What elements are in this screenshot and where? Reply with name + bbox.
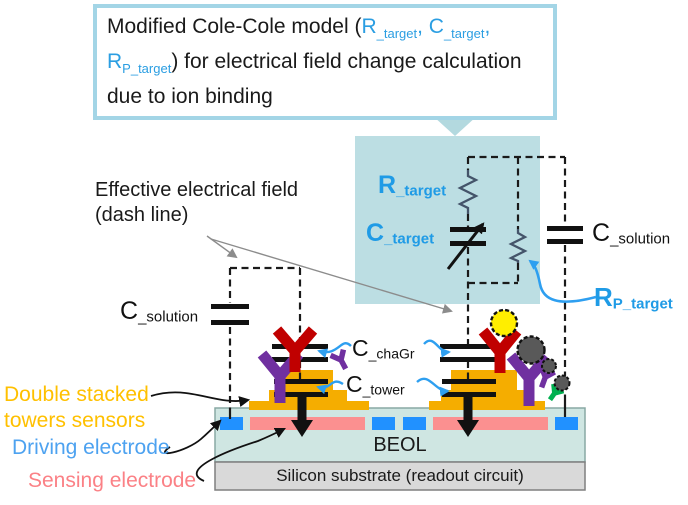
beol-label: BEOL <box>373 434 427 456</box>
variable-capacitor-c-target-icon <box>446 222 486 270</box>
driving-electrode-right <box>555 417 578 430</box>
r-target-label: R_target <box>378 171 447 200</box>
left-field-dashed-loop <box>228 266 302 411</box>
resistor-r-target-icon <box>457 170 479 214</box>
driving-electrode-left <box>220 417 243 430</box>
double-stacked-pointer-icon <box>150 391 251 407</box>
resistor-rp-target-icon <box>508 229 528 263</box>
driving-electrode-label: Driving electrode <box>12 436 170 459</box>
rp-target-label: RP_target <box>594 282 673 313</box>
gray-target-particle-small2-icon <box>553 374 571 392</box>
c-tower-label: C_tower <box>346 371 405 398</box>
c-chagr-label: C_chaGr <box>352 335 415 362</box>
silicon-substrate-layer <box>214 461 586 491</box>
yellow-target-particle-icon <box>489 308 519 338</box>
cole-cole-panel <box>355 136 540 304</box>
title-prefix: Modified Cole-Cole model ( <box>107 15 362 38</box>
driving-electrode-mid2 <box>403 417 426 430</box>
rp-target-pointer-icon <box>528 259 597 303</box>
field-arrow-right-icon <box>457 396 479 437</box>
small-purple-antibody-icon <box>329 349 349 371</box>
driving-electrode-pointer-icon <box>164 419 222 455</box>
red-antibody-left-icon <box>272 326 318 372</box>
sensing-electrode-label: Sensing electrode <box>28 469 197 492</box>
sensing-electrode-right <box>433 417 548 430</box>
sensing-electrode-pointer-icon <box>195 428 286 482</box>
c-solution-left-label: C_solution <box>120 297 199 326</box>
c-tower-pointer-left-icon <box>316 380 344 395</box>
red-antibody-right-icon <box>478 327 522 373</box>
effective-field-pointer-right-icon <box>210 238 453 314</box>
c-chagr-pointer-right-icon <box>423 339 451 358</box>
driving-electrode-mid1 <box>372 417 395 430</box>
effective-field-label: Effective electrical field (dash line) <box>95 179 299 226</box>
c-chagr-pointer-left-icon <box>317 342 352 359</box>
capacitor-c-tower-right-icon <box>442 379 496 397</box>
gray-target-particle-large-icon <box>516 335 546 365</box>
c-tower-pointer-right-icon <box>416 377 450 397</box>
cole-cole-dashed-loop <box>466 155 567 399</box>
c-target-label: C_target <box>366 219 435 248</box>
title-token-r-target: R_target, C_target, RP_target <box>107 15 491 77</box>
capacitor-c-chagr-right-icon <box>440 344 496 362</box>
field-arrow-left-icon <box>291 396 313 437</box>
title-suffix: ) for electrical field change calculatio… <box>107 50 522 109</box>
double-stacked-label: Double stacked towers sensors <box>4 383 149 432</box>
gray-target-particle-small1-icon <box>541 358 557 374</box>
title-box: Modified Cole-Cole model (R_target, C_ta… <box>93 4 557 121</box>
capacitor-c-solution-right-icon <box>547 226 583 244</box>
capacitor-c-solution-left-icon <box>211 304 249 325</box>
silicon-substrate-label: Silicon substrate (readout circuit) <box>276 466 524 485</box>
c-solution-right-label: C_solution <box>592 219 671 248</box>
capacitor-c-tower-left-icon <box>274 379 328 397</box>
